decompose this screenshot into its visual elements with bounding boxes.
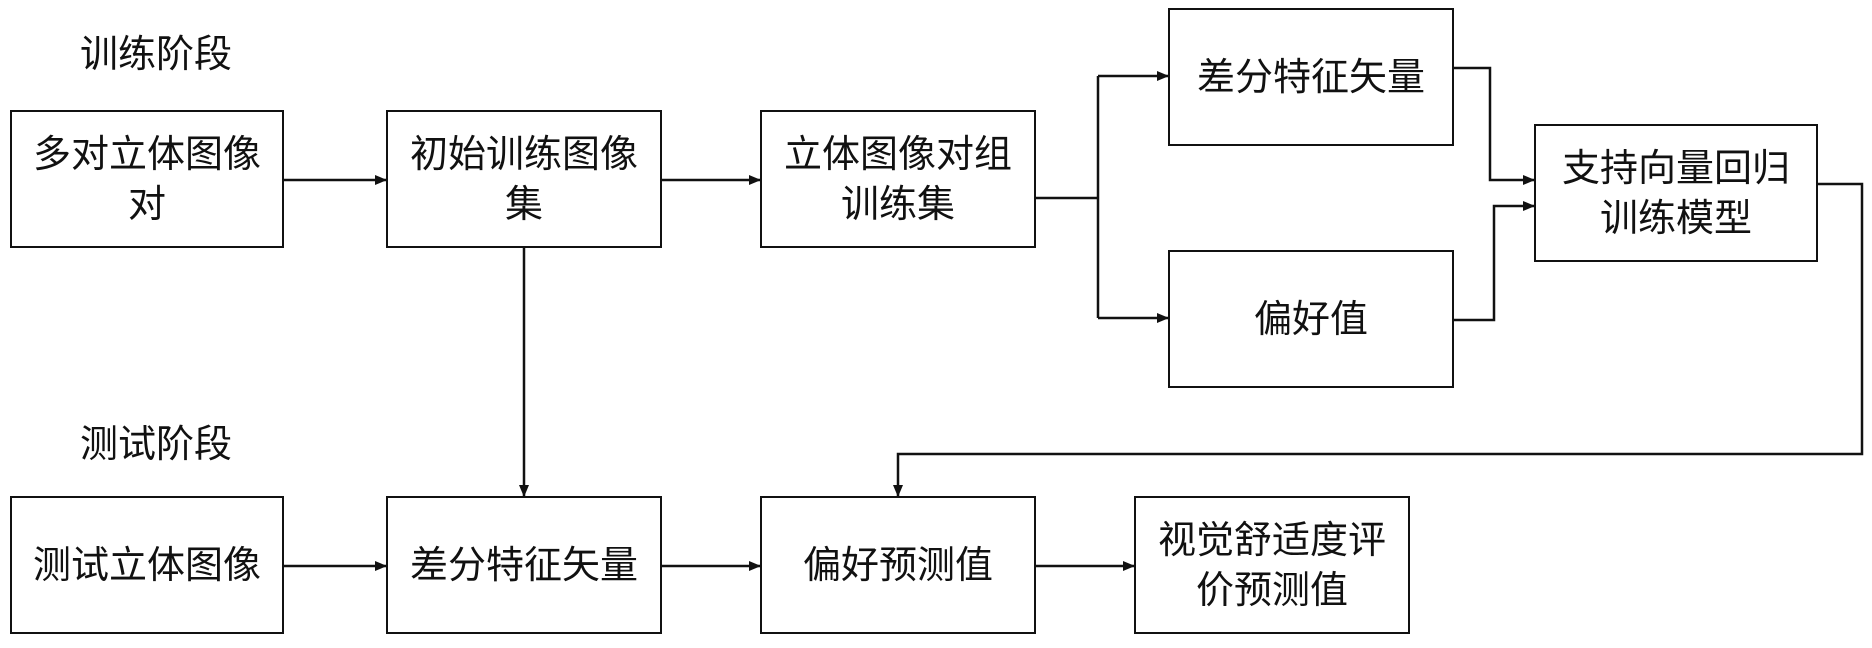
node-stereo-pairs-text: 多对立体图像 对 bbox=[33, 129, 261, 229]
node-stereo-group-training-set: 立体图像对组 训练集 bbox=[760, 110, 1036, 248]
node-visual-comfort-prediction: 视觉舒适度评 价预测值 bbox=[1134, 496, 1410, 634]
node-svr-model: 支持向量回归 训练模型 bbox=[1534, 124, 1818, 262]
node-test-stereo-image-text: 测试立体图像 bbox=[33, 540, 261, 590]
node-initial-training-set-text: 初始训练图像 集 bbox=[410, 129, 638, 229]
node-svr-model-text: 支持向量回归 训练模型 bbox=[1562, 143, 1790, 243]
node-diff-feature-vector-test-text: 差分特征矢量 bbox=[410, 540, 638, 590]
node-test-stereo-image: 测试立体图像 bbox=[10, 496, 284, 634]
node-stereo-group-training-set-text: 立体图像对组 训练集 bbox=[784, 129, 1012, 229]
node-initial-training-set: 初始训练图像 集 bbox=[386, 110, 662, 248]
node-diff-feature-vector-train-text: 差分特征矢量 bbox=[1197, 52, 1425, 102]
node-diff-feature-vector-test: 差分特征矢量 bbox=[386, 496, 662, 634]
node-preference-prediction: 偏好预测值 bbox=[760, 496, 1036, 634]
training-phase-label: 训练阶段 bbox=[80, 34, 232, 74]
node-preference-value-text: 偏好值 bbox=[1254, 294, 1368, 344]
node-preference-value: 偏好值 bbox=[1168, 250, 1454, 388]
node-preference-prediction-text: 偏好预测值 bbox=[803, 540, 993, 590]
node-diff-feature-vector-train: 差分特征矢量 bbox=[1168, 8, 1454, 146]
node-stereo-pairs: 多对立体图像 对 bbox=[10, 110, 284, 248]
arrow-preference-to-svr bbox=[1454, 206, 1534, 320]
testing-phase-label: 测试阶段 bbox=[80, 424, 232, 464]
node-visual-comfort-prediction-text: 视觉舒适度评 价预测值 bbox=[1158, 515, 1386, 615]
arrow-diff-feature-to-svr bbox=[1454, 68, 1534, 180]
